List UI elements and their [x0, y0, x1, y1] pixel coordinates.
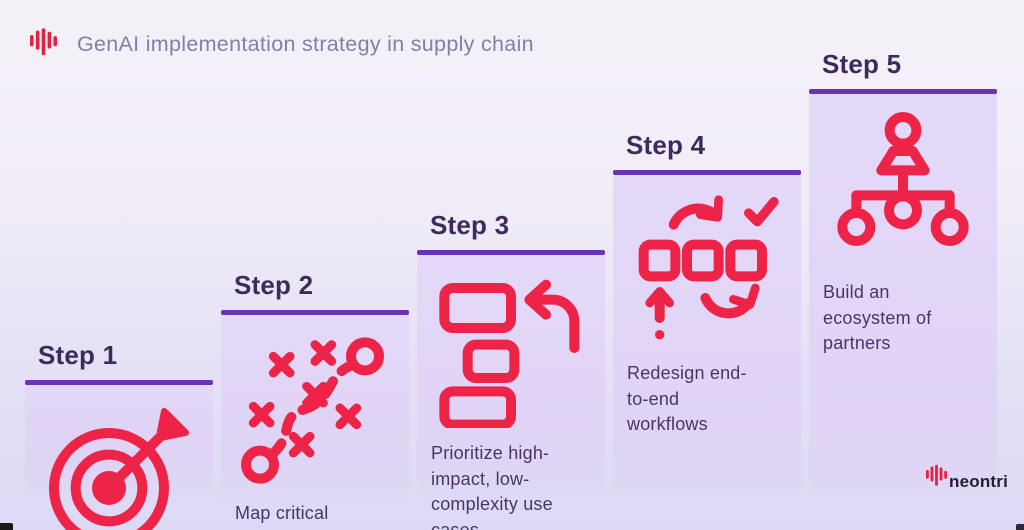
brand-name: neontri: [949, 472, 1009, 491]
step-3-title: Step 3: [430, 210, 510, 240]
header: GenAI implementation strategy in supply …: [30, 26, 534, 63]
player-artifact-right: [1016, 524, 1024, 530]
step-4-description: Redesign end-to-end workflows: [627, 363, 747, 435]
step-3-description: Prioritize high-impact, low-complexity u…: [431, 443, 553, 530]
step-5-card: Build an ecosystem of partners: [809, 94, 997, 507]
step-2-title: Step 2: [234, 270, 314, 300]
prioritize-usecases-icon: [431, 279, 591, 432]
step-5-title: Step 5: [822, 49, 902, 79]
step-1-column: Step 1 Set strategic goals: [25, 340, 213, 530]
step-4-divider: [613, 170, 801, 175]
step-3-card: Prioritize high-impact, low-complexity u…: [417, 255, 605, 530]
step-3-divider: [417, 250, 605, 255]
step-5-description: Build an ecosystem of partners: [823, 282, 932, 354]
page-title: GenAI implementation strategy in supply …: [77, 32, 534, 56]
workflow-redesign-icon: [627, 195, 787, 352]
partner-ecosystem-icon: [823, 112, 983, 271]
neontri-pulse-icon: [30, 26, 57, 63]
step-4-column: Step 4: [613, 130, 801, 508]
step-3-column: Step 3 Prioritize high-impact, low-compl…: [417, 210, 605, 530]
step-5-divider: [809, 89, 997, 94]
neontri-pulse-icon: [926, 463, 947, 492]
step-2-description: Map critical decision points: [235, 503, 357, 530]
brand-logo: neontri: [926, 463, 1008, 492]
step-2-card: Map critical decision points: [221, 315, 409, 530]
step-1-title: Step 1: [38, 340, 118, 370]
player-artifact-left: [0, 523, 13, 530]
step-4-title: Step 4: [626, 130, 706, 160]
step-1-divider: [25, 380, 213, 385]
step-2-divider: [221, 310, 409, 315]
step-4-card: Redesign end-to-end workflows: [613, 175, 801, 508]
step-2-column: Step 2: [221, 270, 409, 530]
strategy-path-icon: [235, 337, 395, 492]
step-5-column: Step 5 Build an ec: [809, 49, 997, 508]
step-1-card: Set strategic goals: [25, 385, 213, 530]
